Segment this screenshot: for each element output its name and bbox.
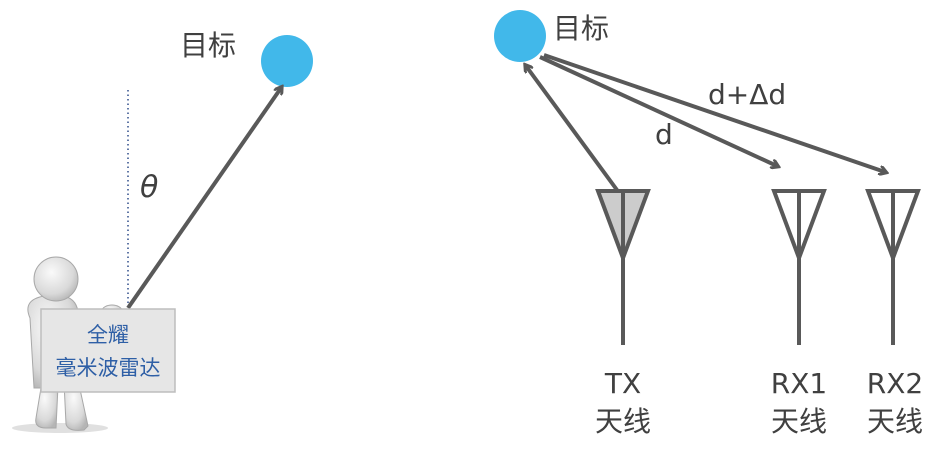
tx-antenna-name: TX [604, 367, 641, 400]
radar-sign-board: 全耀 毫米波雷达 [40, 308, 176, 393]
tx-to-target-arrow [526, 66, 619, 192]
target-to-rx2-arrow [543, 53, 885, 172]
character-head [33, 256, 79, 302]
target-to-rx1-arrow [539, 55, 777, 166]
right-target-label: 目标 [553, 12, 609, 45]
long-path-label: d+Δd [708, 78, 786, 111]
rx1-antenna-word: 天线 [771, 405, 827, 438]
tx-antenna [595, 189, 651, 345]
radar-to-target-arrow [126, 88, 281, 310]
tx-antenna-word: 天线 [595, 405, 651, 438]
left-target-label: 目标 [180, 29, 236, 62]
rx1-antenna-name: RX1 [771, 367, 827, 400]
left-target-circle [261, 35, 313, 87]
angle-theta-label: θ [140, 170, 158, 205]
radar-sign-line2: 毫米波雷达 [56, 356, 161, 380]
rx2-antenna-word: 天线 [867, 405, 923, 438]
rx1-antenna [771, 189, 827, 345]
right-target-circle [494, 10, 546, 62]
rx2-antenna [865, 189, 921, 345]
left-panel: 目标 θ 全耀 毫米波雷达 [12, 29, 313, 433]
short-path-label: d [655, 118, 673, 151]
rx2-antenna-name: RX2 [867, 367, 923, 400]
radar-sign-line1: 全耀 [87, 323, 129, 347]
right-panel: 目标 d d+Δd TX 天线 RX1 天线 RX2 天线 [494, 10, 923, 438]
